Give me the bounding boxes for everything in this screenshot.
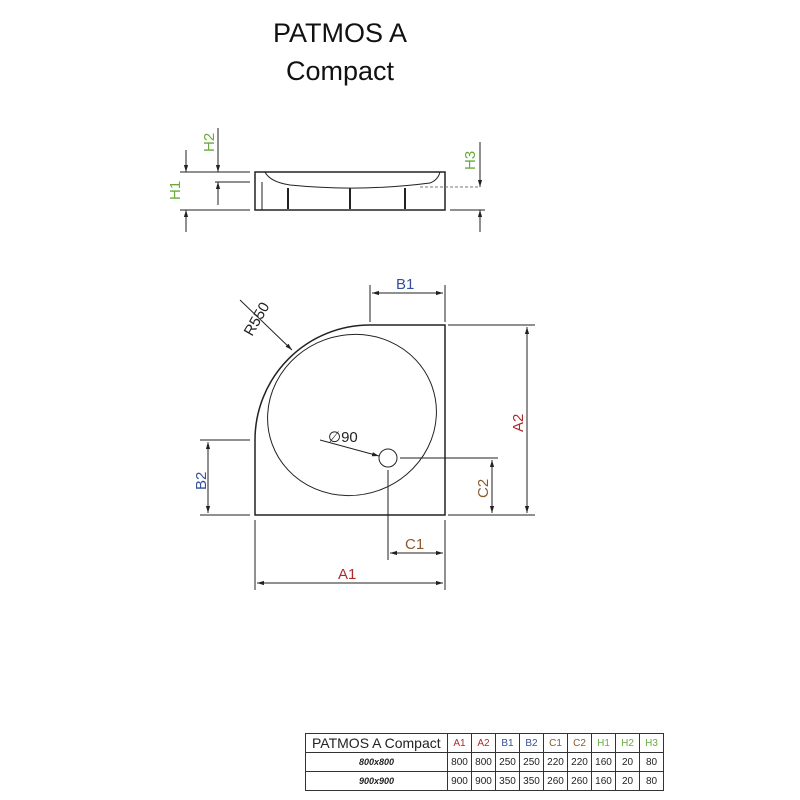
cell: 900 <box>447 771 472 791</box>
label-a1: A1 <box>338 566 356 583</box>
side-view <box>180 128 485 232</box>
cell: 80 <box>639 771 664 791</box>
cell: 80 <box>639 752 664 772</box>
header-b1: B1 <box>495 733 520 753</box>
cell: 260 <box>567 771 592 791</box>
cell: 350 <box>519 771 544 791</box>
drain-circle <box>378 448 398 468</box>
cell: 350 <box>495 771 520 791</box>
table-row: 900x900 900 900 350 350 260 260 160 20 8… <box>305 771 664 791</box>
header-h2: H2 <box>615 733 640 753</box>
header-a1: A1 <box>447 733 472 753</box>
label-b2: B2 <box>193 472 210 490</box>
cell: 220 <box>543 752 568 772</box>
cell: 20 <box>615 752 640 772</box>
header-a2: A2 <box>471 733 496 753</box>
cell: 160 <box>591 771 616 791</box>
header-c1: C1 <box>543 733 568 753</box>
cell: 160 <box>591 752 616 772</box>
cell: 800 <box>471 752 496 772</box>
cell: 220 <box>567 752 592 772</box>
label-drain-diameter: ∅90 <box>328 429 358 446</box>
label-h1: H1 <box>167 181 184 200</box>
row-size: 900x900 <box>305 771 448 791</box>
header-h1: H1 <box>591 733 616 753</box>
top-view <box>200 285 535 590</box>
cell: 250 <box>495 752 520 772</box>
cell: 20 <box>615 771 640 791</box>
table-header-row: PATMOS A Compact A1 A2 B1 B2 C1 C2 H1 H2… <box>305 733 664 753</box>
cell: 800 <box>447 752 472 772</box>
dimensions-table: PATMOS A Compact A1 A2 B1 B2 C1 C2 H1 H2… <box>305 733 664 791</box>
title-line-2: Compact <box>285 56 395 86</box>
label-a2: A2 <box>510 414 527 432</box>
title-line-1: PATMOS A <box>272 18 408 48</box>
cell: 900 <box>471 771 496 791</box>
table-product-name: PATMOS A Compact <box>305 733 448 753</box>
cell: 250 <box>519 752 544 772</box>
header-c2: C2 <box>567 733 592 753</box>
table-row: 800x800 800 800 250 250 220 220 160 20 8… <box>305 752 664 772</box>
label-b1: B1 <box>396 276 414 293</box>
header-b2: B2 <box>519 733 544 753</box>
label-h2: H2 <box>201 133 218 152</box>
label-h3: H3 <box>462 151 479 170</box>
label-c2: C2 <box>475 479 492 498</box>
header-h3: H3 <box>639 733 664 753</box>
label-c1: C1 <box>405 536 424 553</box>
cell: 260 <box>543 771 568 791</box>
row-size: 800x800 <box>305 752 448 772</box>
